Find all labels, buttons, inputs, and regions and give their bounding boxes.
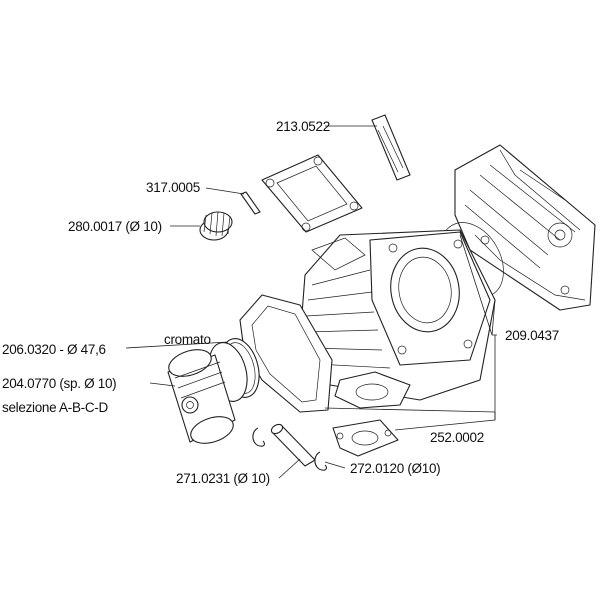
label-ring-finish: cromato [164, 332, 211, 347]
label-needle-bearing: 280.0017 (Ø 10) [68, 219, 162, 234]
cylinder-drawing [299, 229, 496, 409]
label-circlip: 272.0120 (Ø10) [350, 461, 440, 476]
label-piston-selection: selezione A-B-C-D [2, 400, 108, 415]
label-piston-pin: 271.0231 (Ø 10) [176, 471, 270, 486]
circlip-right-drawing [314, 451, 327, 471]
label-piston: 204.0770 (sp. Ø 10) [2, 376, 116, 391]
label-reed-gasket: 213.0522 [276, 119, 330, 134]
exhaust-gasket-drawing [332, 419, 399, 457]
cylinder-head-drawing [454, 144, 596, 311]
bearing-pin-drawing [240, 191, 261, 215]
reed-gasket-drawing [371, 114, 411, 181]
circlip-left-drawing [252, 427, 265, 447]
piston-drawing [167, 349, 236, 444]
needle-bearing-drawing [199, 211, 233, 241]
intake-gasket-drawing [261, 154, 363, 233]
label-cylinder-head: 209.0437 [505, 328, 559, 343]
label-gasket-set: 252.0002 [430, 430, 484, 445]
leader-lines [125, 125, 497, 479]
label-bearing-pin: 317.0005 [146, 180, 200, 195]
piston-pin-drawing [270, 423, 316, 467]
label-piston-rings: 206.0320 - Ø 47,6 [2, 342, 106, 357]
